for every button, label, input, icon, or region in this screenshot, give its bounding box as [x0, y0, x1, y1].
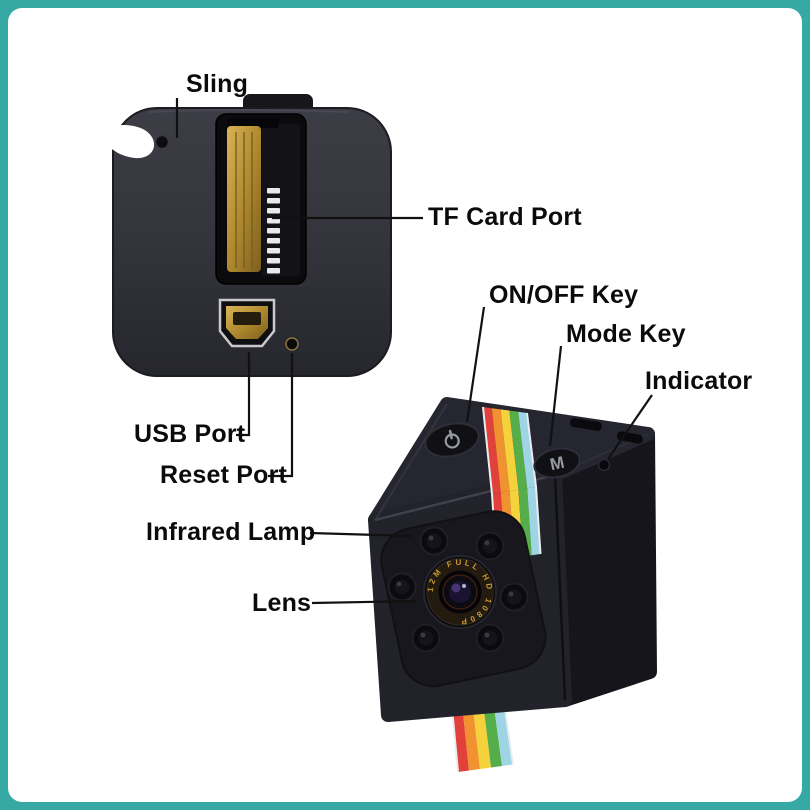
label-mode-key: Mode Key: [566, 320, 686, 348]
label-sling: Sling: [186, 70, 249, 98]
label-infrared-lamp: Infrared Lamp: [146, 518, 316, 546]
label-lens: Lens: [252, 589, 312, 617]
front-view-camera: M: [368, 397, 657, 773]
rainbow-strap-bottom: [451, 701, 514, 773]
callout-line-mode-key: [548, 345, 563, 447]
ir-lamp: [419, 526, 449, 556]
power-icon: [444, 429, 460, 449]
callout-line-indicator: [607, 394, 653, 460]
tf-card-slot: [215, 113, 307, 285]
callout-line-reset-port: [268, 353, 294, 478]
ir-lamp: [411, 623, 441, 653]
tf-slot-pins: [267, 188, 280, 274]
ir-lamp: [475, 623, 505, 653]
ir-lamp: [387, 572, 417, 602]
label-on-off-key: ON/OFF Key: [489, 281, 639, 309]
callout-line-lens: [311, 599, 418, 605]
mode-button-glyph: M: [548, 453, 566, 475]
rainbow-strap-top: [482, 406, 542, 561]
label-tf-card-port: TF Card Port: [428, 203, 582, 231]
callout-line-usb-port: [236, 352, 251, 437]
ir-lamp: [475, 531, 505, 561]
label-usb-port: USB Port: [134, 420, 246, 448]
vent-slots: [569, 418, 643, 444]
callout-line-on-off-key: [465, 306, 486, 423]
reset-hole: [285, 337, 299, 351]
callout-lines: [175, 98, 653, 605]
label-indicator: Indicator: [645, 367, 753, 395]
mode-button: M: [533, 447, 581, 479]
sling-hole: [111, 124, 170, 159]
usb-port: [218, 298, 276, 348]
back-view-camera: [111, 94, 392, 377]
indicator-hole: [597, 458, 611, 472]
infrared-lamps: [387, 526, 529, 653]
power-button: [424, 422, 480, 458]
ir-lamp: [499, 582, 529, 612]
callout-line-infrared-lamp: [309, 531, 413, 538]
label-reset-port: Reset Port: [160, 461, 288, 489]
lens-assembly: 12M FULL HD 1080P: [423, 555, 497, 629]
